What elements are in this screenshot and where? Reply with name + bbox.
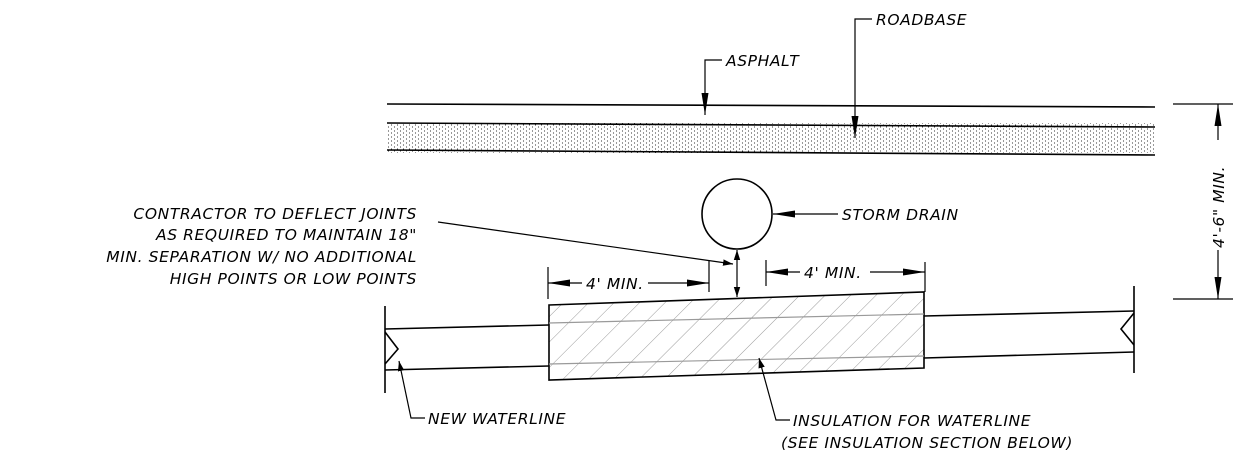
- roadbase-leader: [851, 18, 872, 138]
- storm-drain-pipe: [701, 178, 773, 250]
- insulation-leader: [758, 357, 790, 421]
- insulation-label-line-1: INSULATION FOR WATERLINE: [793, 412, 1031, 430]
- contractor-note: CONTRACTOR TO DEFLECT JOINTS AS REQUIRED…: [106, 205, 417, 288]
- pavement-section: [386, 103, 1156, 156]
- storm-drain-label: STORM DRAIN: [842, 206, 959, 224]
- dimension-right: [765, 260, 926, 292]
- asphalt-label: ASPHALT: [725, 52, 800, 70]
- dimension-right-label: 4' MIN.: [804, 264, 862, 282]
- dimension-left-label: 4' MIN.: [586, 275, 644, 293]
- contractor-note-leader: [437, 221, 734, 266]
- dimension-vertical-label: 4'-6" MIN.: [1210, 166, 1228, 248]
- roadbase-bottom-line: [386, 149, 1156, 156]
- roadbase-layer: [387, 123, 1155, 153]
- insulation-label-line-2: (SEE INSULATION SECTION BELOW): [781, 434, 1073, 452]
- roadbase-top-line: [386, 122, 1156, 128]
- insulation-block: [548, 291, 925, 381]
- waterline-pipe: [384, 286, 1135, 393]
- dimension-vertical: [1173, 103, 1233, 300]
- asphalt-top-line: [386, 103, 1156, 108]
- new-waterline-label: NEW WATERLINE: [428, 410, 566, 428]
- contractor-note-line-3: MIN. SEPARATION W/ NO ADDITIONAL: [106, 248, 417, 266]
- roadbase-label: ROADBASE: [876, 11, 967, 29]
- contractor-note-line-1: CONTRACTOR TO DEFLECT JOINTS: [133, 205, 417, 223]
- dimension-left: [547, 260, 710, 299]
- contractor-note-line-2: AS REQUIRED TO MAINTAIN 18": [155, 226, 417, 244]
- asphalt-leader: [701, 59, 722, 115]
- new-waterline-leader: [397, 360, 425, 419]
- contractor-note-line-4: HIGH POINTS OR LOW POINTS: [170, 270, 417, 288]
